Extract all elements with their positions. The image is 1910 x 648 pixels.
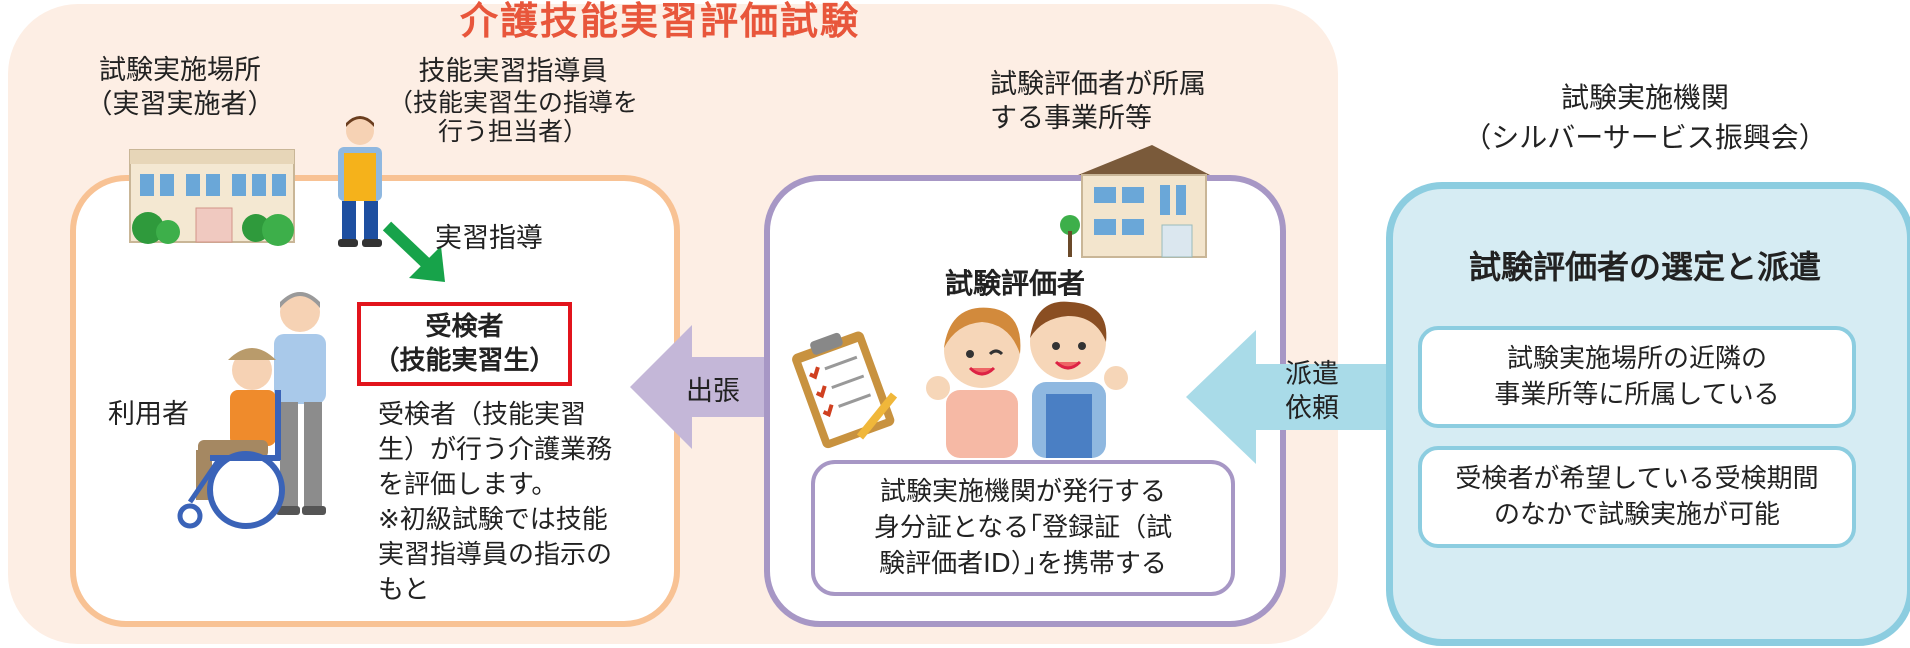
- evaluator-pair-icon: [926, 301, 1128, 458]
- instructor-apron-icon: [338, 116, 382, 247]
- criteria-box-nearby: 試験実施場所の近隣の 事業所等に所属している: [1418, 326, 1856, 428]
- evaluator-label: 試験評価者: [944, 267, 1085, 300]
- exam-site-panel: [70, 175, 680, 627]
- clipboard-checklist-icon: [792, 331, 898, 449]
- dispatch-request-arrow: [1186, 330, 1386, 464]
- page-title: 介護技能実習評価試験: [459, 0, 860, 43]
- business-trip-arrow: [630, 325, 770, 449]
- selection-dispatch-heading: 試験評価者の選定と派遣: [1468, 248, 1821, 286]
- business-trip-label: 出張: [686, 376, 740, 407]
- guidance-arrow-icon: [382, 221, 445, 282]
- criteria-box-schedule: 受検者が希望している受検期間 のなかで試験実施が可能: [1418, 446, 1856, 548]
- guidance-label: 実習指導: [435, 223, 543, 254]
- user-label: 利用者: [108, 399, 189, 430]
- examinee-box: 受検者 （技能実習生）: [357, 302, 572, 386]
- examinee-description: 受検者（技能実習 生）が行う介護業務 を評価します。 ※初級試験では技能 実習指…: [378, 400, 613, 605]
- office-label: 試験評価者が所属 する事業所等: [990, 69, 1206, 134]
- id-card-note: 試験実施機関が発行する 身分証となる｢登録証（試 験評価者ID）｣を携帯する: [811, 460, 1235, 596]
- exam-site-label: 試験実施場所 （実習実施者）: [85, 55, 275, 120]
- office-house-icon: [1060, 145, 1210, 258]
- care-facility-icon: [129, 149, 295, 246]
- wheelchair-caregiver-icon: [177, 292, 326, 529]
- exam-organization-label: 試験実施機関 （シルバーサービス振興会）: [1463, 81, 1827, 154]
- dispatch-request-label: 派遣 依頼: [1285, 359, 1339, 424]
- instructor-label: 技能実習指導員 （技能実習生の指導を 行う担当者）: [387, 56, 638, 146]
